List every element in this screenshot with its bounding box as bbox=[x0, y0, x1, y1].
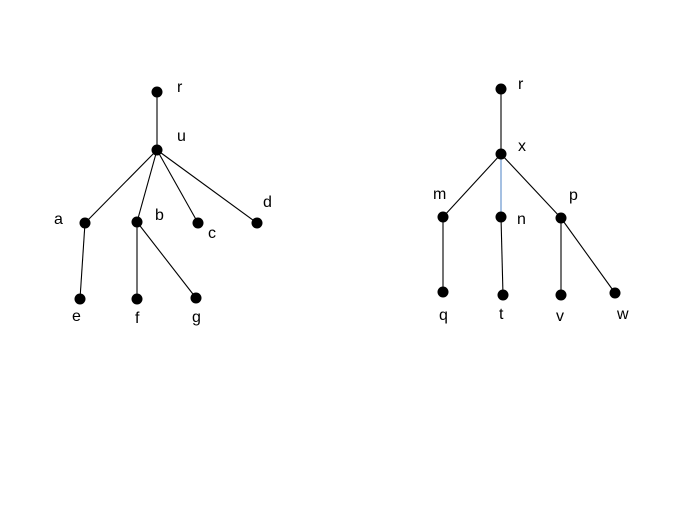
node-label-u: u bbox=[177, 128, 186, 145]
node-t bbox=[497, 289, 509, 301]
node-r bbox=[151, 86, 163, 98]
edge-p-w bbox=[560, 217, 616, 294]
edge-u-a bbox=[84, 149, 158, 224]
node-label-f: f bbox=[135, 310, 140, 327]
edge-n-t bbox=[500, 216, 504, 296]
edge-u-b bbox=[136, 149, 158, 223]
left-tree: r u a b c d e f g bbox=[54, 79, 272, 327]
node-label-x: x bbox=[518, 138, 526, 155]
edge-x-p bbox=[500, 153, 562, 219]
node-label-r2: r bbox=[518, 76, 524, 93]
edge-a-e bbox=[79, 222, 86, 300]
node-label-a: a bbox=[54, 211, 63, 228]
node-c bbox=[192, 217, 204, 229]
node-d bbox=[251, 217, 263, 229]
node-label-r: r bbox=[177, 79, 183, 96]
node-n bbox=[495, 211, 507, 223]
node-label-g: g bbox=[192, 309, 201, 326]
edge-b-g bbox=[136, 221, 197, 299]
node-label-m: m bbox=[433, 186, 446, 203]
node-u bbox=[151, 144, 163, 156]
node-e bbox=[74, 293, 86, 305]
right-tree: r x m n p q t v w bbox=[433, 76, 629, 325]
node-label-b: b bbox=[155, 207, 164, 224]
node-a bbox=[79, 217, 91, 229]
node-q bbox=[437, 286, 449, 298]
node-g bbox=[190, 292, 202, 304]
edge-u-d bbox=[156, 149, 258, 224]
node-label-c: c bbox=[208, 225, 216, 242]
node-label-d: d bbox=[263, 194, 272, 211]
edge-u-c bbox=[156, 149, 199, 224]
node-label-e: e bbox=[72, 308, 81, 325]
node-r2 bbox=[495, 83, 507, 95]
node-p bbox=[555, 212, 567, 224]
node-v bbox=[555, 289, 567, 301]
node-label-q: q bbox=[439, 307, 448, 324]
node-m bbox=[437, 211, 449, 223]
node-f bbox=[131, 293, 143, 305]
node-label-p: p bbox=[569, 187, 578, 204]
node-label-n: n bbox=[517, 211, 526, 228]
node-label-w: w bbox=[616, 306, 629, 323]
node-label-v: v bbox=[556, 308, 564, 325]
edge-x-m bbox=[442, 153, 502, 218]
node-x bbox=[495, 148, 507, 160]
node-b bbox=[131, 216, 143, 228]
node-w bbox=[609, 287, 621, 299]
node-label-t: t bbox=[499, 306, 504, 323]
